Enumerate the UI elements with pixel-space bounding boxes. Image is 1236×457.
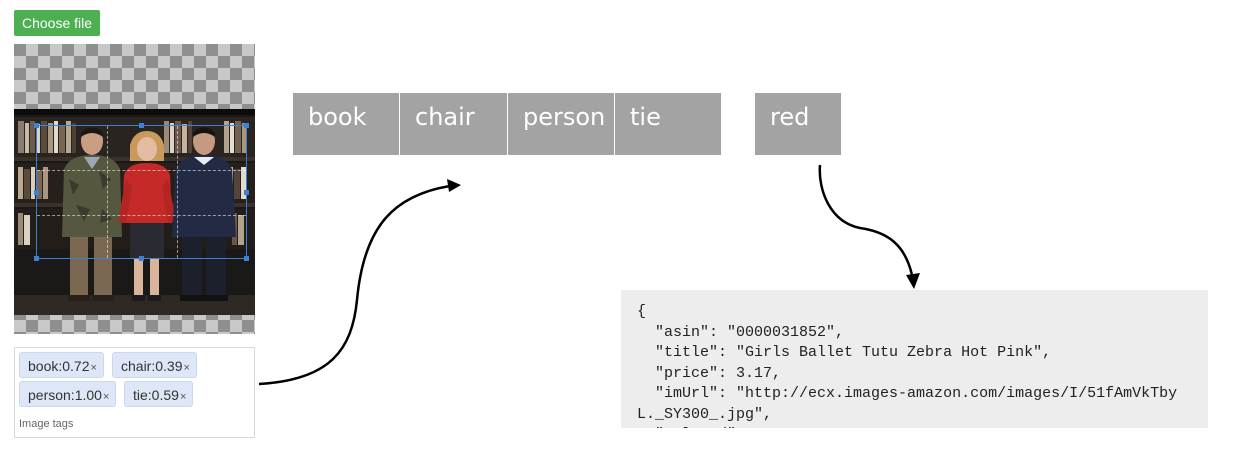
close-icon[interactable]: ×	[179, 391, 187, 403]
tag-label: person:1.00	[28, 387, 102, 403]
tag-chip[interactable]: book:0.72×	[19, 352, 104, 378]
arrow-icon	[818, 164, 920, 289]
label-tie: tie	[615, 93, 721, 155]
close-icon[interactable]: ×	[183, 362, 190, 374]
label-color-red: red	[755, 93, 841, 155]
label-person: person	[508, 93, 614, 155]
image-preview[interactable]	[14, 44, 255, 334]
crop-box[interactable]	[34, 123, 249, 261]
crop-handle-bottom[interactable]	[139, 256, 144, 261]
tag-chip[interactable]: tie:0.59×	[124, 381, 194, 407]
arrow-icon	[258, 179, 461, 386]
label-book: book	[293, 93, 399, 155]
crop-handle-right[interactable]	[244, 190, 249, 195]
tag-label: tie:0.59	[133, 387, 179, 403]
close-icon[interactable]: ×	[102, 391, 110, 403]
crop-handle-left[interactable]	[34, 190, 39, 195]
tag-chip[interactable]: chair:0.39×	[112, 352, 197, 378]
json-output-panel: { "asin": "0000031852", "title": "Girls …	[621, 290, 1208, 428]
person-middle	[118, 131, 176, 301]
crop-handle-top-left[interactable]	[34, 123, 39, 128]
choose-file-button[interactable]: Choose file	[14, 10, 100, 36]
crop-handle-top[interactable]	[139, 123, 144, 128]
close-icon[interactable]: ×	[90, 362, 97, 374]
crop-guide-horizontal	[37, 215, 246, 216]
json-line: "price": 3.17,	[655, 364, 782, 382]
tag-label: chair:0.39	[121, 358, 183, 374]
crop-guide-vertical	[177, 126, 178, 258]
crop-handle-bottom-right[interactable]	[244, 256, 249, 261]
json-line: "imUrl": "http://ecx.images-amazon.com/i…	[637, 385, 1178, 423]
image-tags-caption: Image tags	[19, 418, 74, 430]
tag-chip[interactable]: person:1.00×	[19, 381, 117, 407]
label-chair: chair	[400, 93, 507, 155]
uploaded-photo	[14, 109, 255, 315]
crop-guide-horizontal	[37, 170, 246, 171]
crop-handle-top-right[interactable]	[244, 123, 249, 128]
json-line: "related"	[637, 426, 736, 428]
json-line: "asin": "0000031852",	[655, 323, 845, 341]
json-line: {	[637, 303, 647, 320]
image-tags-input[interactable]: book:0.72× chair:0.39× person:1.00× tie:…	[14, 347, 255, 438]
json-line: "title": "Girls Ballet Tutu Zebra Hot Pi…	[655, 344, 1052, 361]
person-right	[172, 127, 236, 301]
json-output-text: { "asin": "0000031852", "title": "Girls …	[621, 290, 1208, 428]
crop-guide-vertical	[107, 126, 108, 258]
crop-handle-bottom-left[interactable]	[34, 256, 39, 261]
tag-label: book:0.72	[28, 358, 90, 374]
